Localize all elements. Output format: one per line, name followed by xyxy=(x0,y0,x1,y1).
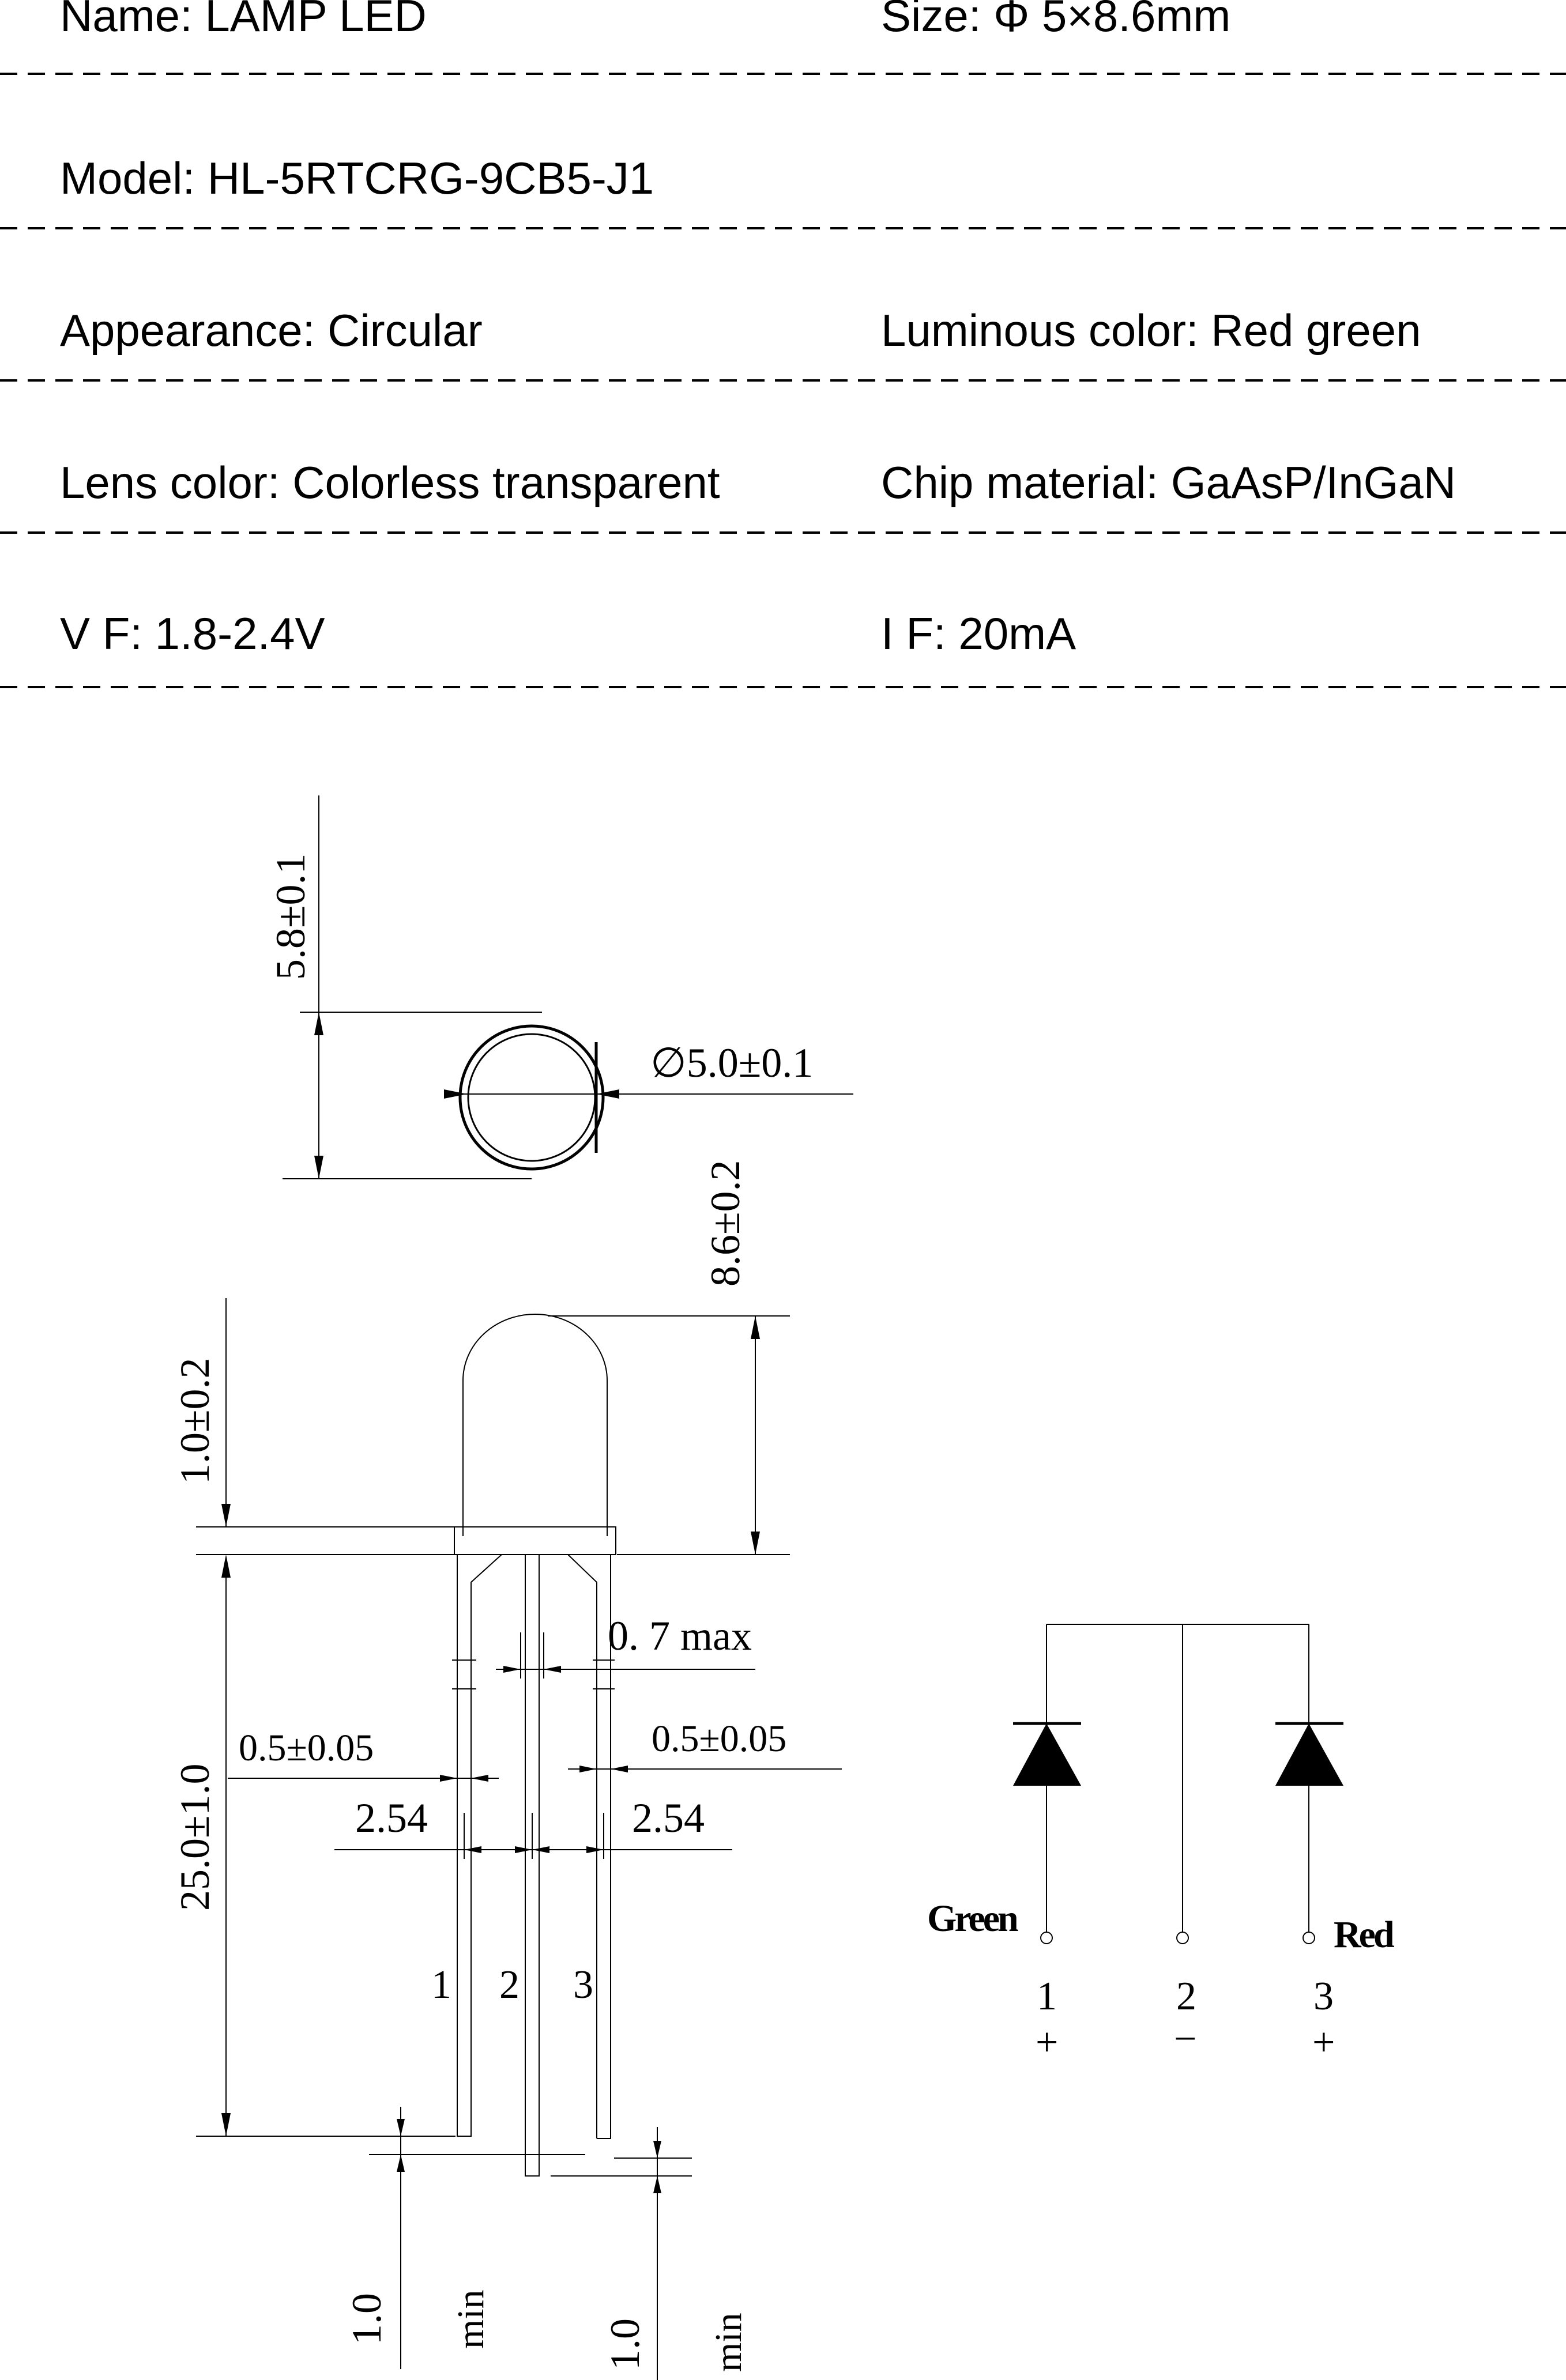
circuit-schematic: Green Red 1 2 3 + − + xyxy=(927,1624,1396,2065)
pitch-left-label: 2.54 xyxy=(355,1795,428,1841)
schematic-pol-1: + xyxy=(1036,2020,1058,2065)
lead-width-left-arrow-a xyxy=(440,1775,457,1782)
red-diode-icon xyxy=(1275,1723,1343,1786)
lead-diff-right-label: 1.0 xyxy=(602,2318,648,2370)
spec-chip-material: Chip material: GaAsP/InGaN xyxy=(881,457,1456,508)
led-lens-body xyxy=(462,1314,608,1536)
led-flange xyxy=(454,1526,616,1555)
diameter-arrow-left xyxy=(444,1089,467,1099)
lead-length-label: 25.0±1.0 xyxy=(172,1763,218,1911)
lead-width-left-label: 0.5±0.05 xyxy=(239,1727,374,1769)
spec-table: Name: LAMP LED Size: Φ 5×8.6mm Model: HL… xyxy=(0,0,1566,688)
diameter-arrow-right xyxy=(596,1089,619,1099)
lead-diff-right-arrow-b xyxy=(653,2176,661,2193)
side-pin-numbers: 1 2 3 xyxy=(431,1963,593,2007)
schematic-pin-3: 3 xyxy=(1313,1974,1334,2019)
dim-lead-width-left: 0.5±0.05 xyxy=(228,1727,499,1782)
lead-diff-left-label: 1.0 xyxy=(344,2293,390,2345)
lead-2 xyxy=(525,1554,540,2177)
pin3-terminal xyxy=(1303,1932,1315,1944)
top-view-inner-circle xyxy=(467,1033,596,1162)
green-label: Green xyxy=(927,1898,1018,1940)
dim-lead-diff-right: 1.0 min xyxy=(551,2127,750,2380)
dim-lead-width-max: 0. 7 max xyxy=(496,1613,755,1679)
lead-diff-right-min: min xyxy=(707,2313,750,2372)
spec-name: Name: LAMP LED xyxy=(60,0,427,41)
green-diode-icon xyxy=(1013,1723,1081,1786)
diameter-label: ∅5.0±0.1 xyxy=(650,1040,813,1086)
spec-if: I F: 20mA xyxy=(881,608,1076,659)
top-height-arrow-up xyxy=(314,1012,323,1035)
side-pin-2: 2 xyxy=(499,1963,520,2007)
pitch-left-arrow-b xyxy=(515,1846,532,1853)
lead-diff-right-arrow-a xyxy=(653,2141,661,2158)
lead-diff-left-arrow-b xyxy=(397,2155,405,2172)
top-view: ∅5.0±0.1 xyxy=(444,1024,853,1171)
flange-arrow-up xyxy=(221,1555,231,1578)
dim-top-height: 5.8±0.1 xyxy=(268,795,542,1179)
dim-total-height: 8.6±0.2 xyxy=(548,1160,790,1555)
top-view-outer-circle xyxy=(458,1024,605,1171)
lead-width-right-arrow-b xyxy=(611,1766,628,1772)
dim-pitch: 2.54 2.54 xyxy=(334,1795,732,1859)
spec-appearance: Appearance: Circular xyxy=(60,305,483,356)
lead-max-arrow-left xyxy=(503,1666,521,1673)
spec-vf: V F: 1.8-2.4V xyxy=(60,608,325,659)
schematic-pol-2: − xyxy=(1174,2017,1196,2061)
pin1-terminal xyxy=(1040,1932,1053,1944)
red-label: Red xyxy=(1334,1914,1394,1956)
dim-flange: 1.0±0.2 xyxy=(172,1298,461,1578)
top-height-arrow-down xyxy=(314,1156,323,1179)
side-view xyxy=(452,1314,616,2177)
spec-model: Model: HL-5RTCRG-9CB5-J1 xyxy=(60,153,654,203)
lead-width-right-arrow-a xyxy=(579,1766,597,1772)
pitch-right-label: 2.54 xyxy=(632,1795,705,1841)
side-pin-3: 3 xyxy=(573,1963,593,2007)
lead-max-arrow-right xyxy=(544,1666,561,1673)
spec-luminous-color: Luminous color: Red green xyxy=(881,305,1421,356)
schematic-pin-1: 1 xyxy=(1037,1974,1057,2019)
top-height-label: 5.8±0.1 xyxy=(268,853,314,980)
lead-max-label: 0. 7 max xyxy=(608,1613,752,1659)
dim-lead-width-right: 0.5±0.05 xyxy=(568,1718,842,1772)
total-height-label: 8.6±0.2 xyxy=(702,1160,748,1287)
lead-3 xyxy=(567,1554,611,2139)
dim-lead-length: 25.0±1.0 xyxy=(172,1578,456,2137)
lead-diff-left-min: min xyxy=(450,2290,492,2349)
schematic-pin-2: 2 xyxy=(1176,1974,1196,2019)
pitch-right-arrow-a xyxy=(532,1846,549,1853)
pitch-left-arrow-a xyxy=(464,1846,481,1853)
spec-lens-color: Lens color: Colorless transparent xyxy=(60,457,720,508)
side-pin-1: 1 xyxy=(431,1963,451,2007)
pitch-right-arrow-b xyxy=(586,1846,604,1853)
flange-arrow-down xyxy=(221,1504,231,1527)
lead-1 xyxy=(457,1554,502,2137)
spec-size: Size: Φ 5×8.6mm xyxy=(881,0,1230,41)
dim-lead-diff-left: 1.0 min xyxy=(344,2107,585,2369)
total-height-arrow-up xyxy=(751,1316,760,1339)
flange-label: 1.0±0.2 xyxy=(172,1357,218,1484)
schematic-pol-3: + xyxy=(1312,2020,1335,2065)
lead-length-arrow-down xyxy=(221,2113,231,2136)
lead-width-right-label: 0.5±0.05 xyxy=(652,1718,786,1760)
lead-width-left-arrow-b xyxy=(471,1775,488,1782)
total-height-arrow-down xyxy=(751,1532,760,1555)
lead-diff-left-arrow-a xyxy=(397,2119,405,2136)
pin2-terminal xyxy=(1176,1932,1189,1944)
